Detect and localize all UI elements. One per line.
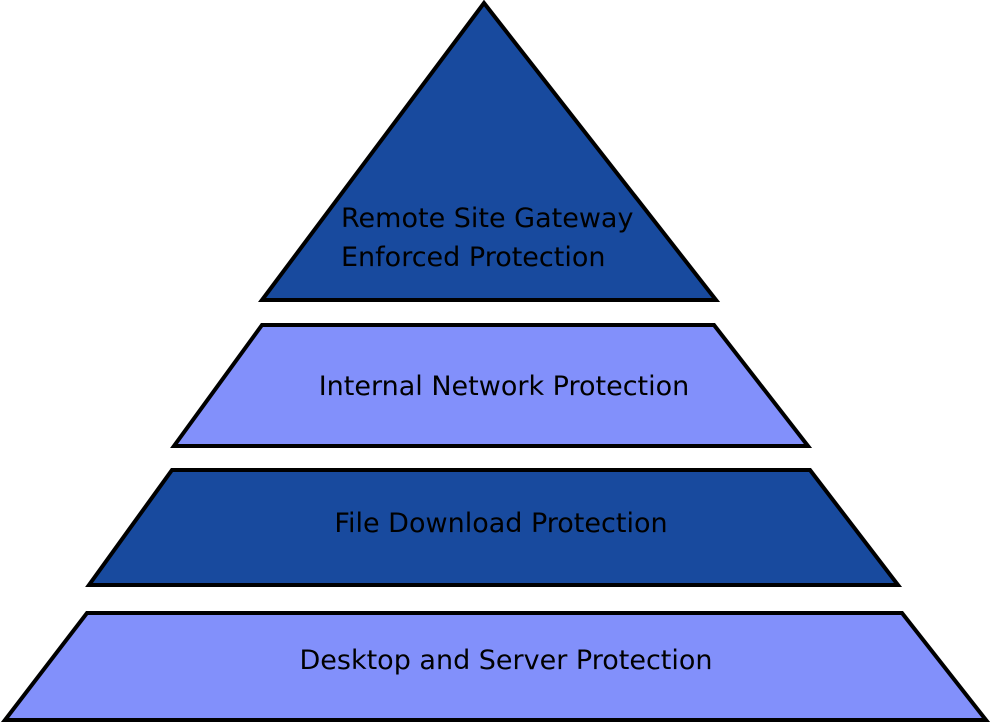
tier-desktop-server: Desktop and Server Protection — [0, 611, 990, 722]
tier-4-label: Desktop and Server Protection — [299, 645, 712, 676]
tier-internal-network: Internal Network Protection — [170, 323, 813, 448]
tier-2-shape — [170, 323, 813, 448]
tier-file-download: File Download Protection — [85, 468, 903, 587]
tier-1-shape — [258, 0, 721, 302]
tier-1-label-line-1: Remote Site Gateway — [341, 203, 633, 234]
tier-1-label: Remote Site Gateway Enforced Protection — [341, 203, 642, 273]
tier-2-label: Internal Network Protection — [319, 371, 690, 402]
tier-remote-site-gateway: Remote Site Gateway Enforced Protection — [258, 0, 721, 302]
tier-3-label: File Download Protection — [334, 508, 667, 539]
tier-4-shape — [0, 611, 990, 722]
tier-1-label-line-2: Enforced Protection — [341, 242, 605, 273]
tier-3-shape — [85, 468, 903, 587]
